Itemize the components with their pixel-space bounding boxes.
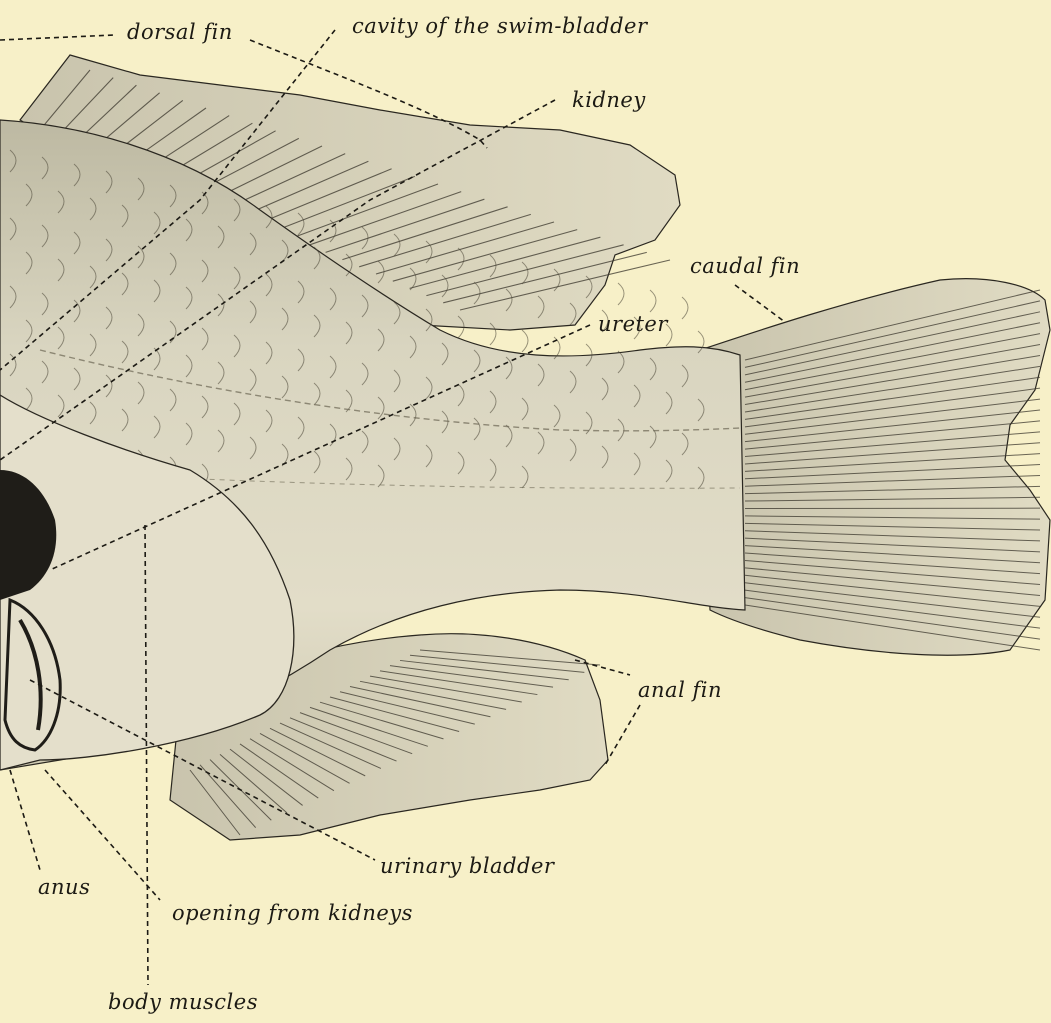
label-urinary-bladder: urinary bladder: [380, 854, 554, 878]
label-anal-fin: anal fin: [638, 678, 722, 702]
label-dorsal-fin: dorsal fin: [127, 20, 233, 44]
label-opening-from-kidneys: opening from kidneys: [172, 901, 413, 925]
label-body-muscles: body muscles: [108, 990, 258, 1014]
label-caudal-fin: caudal fin: [690, 254, 800, 278]
label-kidney: kidney: [572, 88, 646, 112]
label-cavity-swim-bladder: cavity of the swim-bladder: [352, 14, 648, 38]
label-anus: anus: [38, 875, 90, 899]
label-ureter: ureter: [598, 312, 668, 336]
